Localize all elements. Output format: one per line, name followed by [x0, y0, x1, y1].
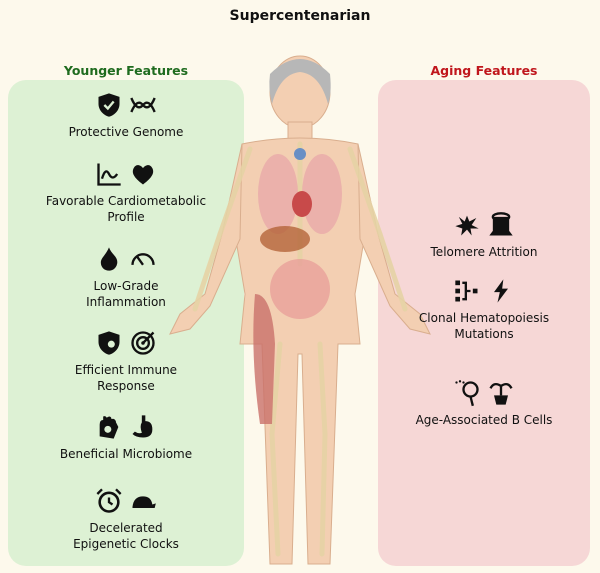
- alarm-clock-icon: [96, 488, 122, 513]
- younger-features-panel: [8, 80, 244, 566]
- aging-item-label: Age-Associated B Cells: [415, 413, 553, 427]
- younger-item: Decelerated Epigenetic Clocks: [58, 486, 194, 552]
- line-chart-icon: [97, 163, 121, 186]
- thyroid: [294, 148, 306, 160]
- aging-item: Age-Associated B Cells: [378, 378, 590, 428]
- aging-item-label: Clonal Hematopoiesis Mutations: [418, 311, 550, 341]
- gray-hair: [269, 59, 331, 104]
- hand-bacteria-icon: [99, 416, 119, 439]
- tree-stump-icon: [489, 212, 513, 236]
- younger-item-label: Decelerated Epigenetic Clocks: [73, 521, 179, 551]
- aging-item-label: Telomere Attrition: [430, 245, 538, 259]
- lung-left: [258, 154, 298, 234]
- younger-item: Efficient Immune Response: [58, 328, 194, 394]
- aging-features-header: Aging Features: [430, 63, 538, 78]
- aging-item: Telomere Attrition: [378, 210, 590, 260]
- younger-item: Beneficial Microbiome: [8, 412, 244, 462]
- stomach-icon: [132, 415, 153, 438]
- wilted-plant-icon: [489, 382, 513, 405]
- younger-item-label: Beneficial Microbiome: [59, 447, 193, 461]
- target-icon: [131, 331, 155, 355]
- younger-features-header: Younger Features: [63, 63, 189, 78]
- younger-item: Protective Genome: [8, 90, 244, 140]
- gauge-icon: [131, 253, 155, 266]
- flame-icon: [100, 247, 118, 271]
- heart: [292, 191, 312, 217]
- aging-item: Clonal Hematopoiesis Mutations: [418, 276, 550, 342]
- lightning-icon: [494, 279, 508, 303]
- younger-item: Favorable Cardiometabolic Profile: [28, 159, 224, 225]
- shield-check-icon: [98, 93, 120, 117]
- hierarchy-icon: [455, 280, 478, 302]
- dna-icon: [130, 97, 156, 113]
- younger-item-label: Favorable Cardiometabolic Profile: [45, 194, 207, 224]
- human-body-illustration: [169, 55, 431, 565]
- lung-right: [302, 154, 342, 234]
- virus-shield-icon: [98, 331, 120, 355]
- thigh-muscle: [253, 294, 275, 424]
- liver: [260, 226, 310, 252]
- heart-icon: [132, 165, 154, 185]
- turtle-icon: [132, 496, 156, 508]
- splat-icon: [455, 215, 479, 236]
- dandelion-icon: [455, 380, 479, 407]
- younger-item-label: Efficient Immune Response: [74, 363, 178, 393]
- intestines: [270, 259, 330, 319]
- figure-title: Supercentenarian: [229, 8, 371, 24]
- younger-item-label: Low-Grade Inflammation: [86, 279, 166, 309]
- younger-item-label: Protective Genome: [68, 125, 184, 139]
- younger-item: Low-Grade Inflammation: [58, 244, 194, 310]
